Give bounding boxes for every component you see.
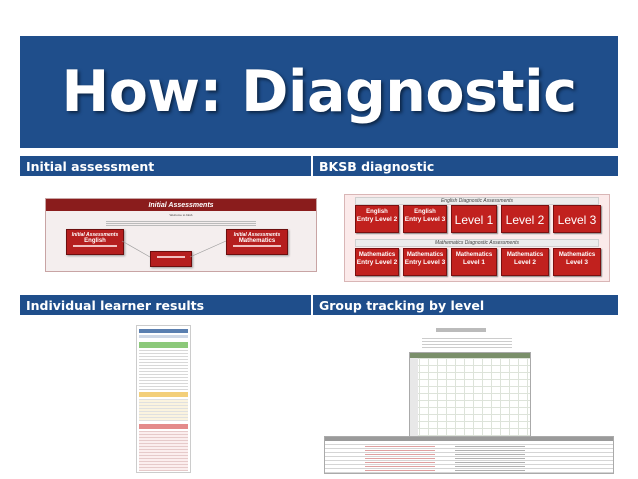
maths-level-3-tile: Mathematics Level 3 [553, 248, 601, 276]
grid-id-column [410, 358, 418, 443]
title-band: How: Diagnostic [20, 36, 618, 148]
maths-box-label: Mathematics [238, 238, 276, 244]
tile-top-label: Mathematics [558, 252, 596, 258]
summary-red-block [365, 443, 435, 471]
maths-entry-level-2-tile: Mathematics Entry Level 2 [355, 248, 399, 276]
english-tiles-row: English Entry Level 2 English Entry Leve… [355, 205, 601, 233]
group-tracking-thumbnail [324, 326, 614, 474]
tile-bottom-label: Level 1 [462, 259, 486, 266]
english-box-bar [73, 245, 117, 247]
header-group-tracking: Group tracking by level [313, 295, 618, 315]
results-subheader [139, 335, 188, 338]
results-red-section [139, 424, 188, 429]
connector-lines [121, 240, 227, 258]
tile-bottom-label: Entry Level 2 [356, 259, 398, 266]
tile-bottom-label: Level 2 [513, 259, 537, 266]
english-level-1-tile: Level 1 [451, 205, 497, 233]
english-box-caption: Initial Assessments [71, 232, 119, 238]
tile-bottom-label: Level 3 [565, 259, 589, 266]
english-assessment-box: Initial Assessments English [66, 229, 124, 255]
results-lines-2 [139, 399, 188, 421]
tile-bottom-label: Entry Level 3 [404, 216, 446, 223]
english-entry-level-3-tile: English Entry Level 3 [403, 205, 447, 233]
tile-top-label: Mathematics [506, 252, 544, 258]
results-amber-section [139, 392, 188, 397]
maths-level-2-tile: Mathematics Level 2 [501, 248, 549, 276]
header-individual-results: Individual learner results [20, 295, 311, 315]
summary-grey-block [455, 443, 525, 471]
grid-header [410, 353, 530, 358]
tracking-title-bar [436, 328, 486, 332]
results-header-bar [139, 329, 188, 333]
welcome-text: Welcome to bksb [169, 213, 193, 217]
results-box-bar [157, 256, 185, 258]
slide-title: How: Diagnostic [61, 59, 577, 125]
english-level-3-tile: Level 3 [553, 205, 601, 233]
maths-assessment-box: Initial Assessments Mathematics [226, 229, 288, 255]
tracking-summary-table [324, 436, 614, 474]
tile-bottom-label: Entry Level 3 [404, 259, 446, 266]
tile-label: Level 2 [505, 213, 545, 227]
english-box-label: English [84, 238, 106, 244]
learner-results-thumbnail [136, 325, 191, 473]
assessment-results-box [150, 251, 192, 267]
maths-box-caption: Initial Assessments [233, 232, 281, 238]
results-green-section [139, 342, 188, 348]
tile-label: Level 1 [454, 213, 494, 227]
tile-top-label: English [366, 209, 388, 215]
tracking-grid [409, 352, 531, 444]
instruction-lines [106, 221, 256, 226]
maths-diagnostic-header: Mathematics Diagnostic Assessments [355, 239, 599, 247]
english-level-2-tile: Level 2 [501, 205, 549, 233]
maths-tiles-row: Mathematics Entry Level 2 Mathematics En… [355, 248, 601, 276]
results-lines-3 [139, 431, 188, 471]
tile-top-label: Mathematics [406, 252, 444, 258]
tile-top-label: Mathematics [455, 252, 493, 258]
initial-assessment-thumb-title: Initial Assessments [46, 199, 316, 211]
header-bksb-diagnostic: BKSB diagnostic [313, 156, 618, 176]
tile-label: Level 3 [557, 213, 597, 227]
results-lines-1 [139, 350, 188, 390]
maths-level-1-tile: Mathematics Level 1 [451, 248, 497, 276]
tile-top-label: English [414, 209, 436, 215]
header-initial-assessment: Initial assessment [20, 156, 311, 176]
english-entry-level-2-tile: English Entry Level 2 [355, 205, 399, 233]
initial-assessment-thumbnail: Initial Assessments Welcome to bksb Init… [45, 198, 317, 272]
bksb-thumbnail: English Diagnostic Assessments English E… [344, 194, 610, 282]
maths-box-bar [233, 245, 281, 247]
maths-entry-level-3-tile: Mathematics Entry Level 3 [403, 248, 447, 276]
tile-bottom-label: Entry Level 2 [356, 216, 398, 223]
english-diagnostic-header: English Diagnostic Assessments [355, 197, 599, 205]
summary-header [325, 437, 613, 441]
tile-top-label: Mathematics [358, 252, 396, 258]
tracking-notes [422, 336, 512, 348]
